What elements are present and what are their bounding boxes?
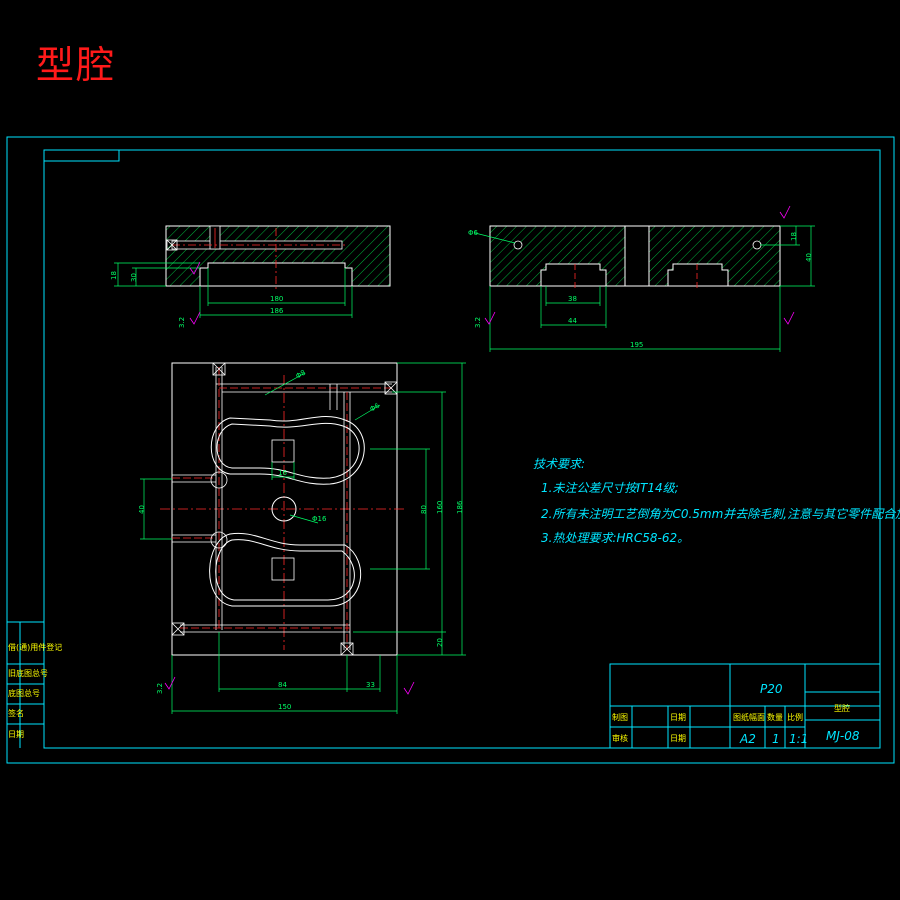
plan-view: 150 84 33 40 16 Φ16 80 160 186 20 Φ8 Φ6 — [138, 362, 466, 714]
side-strip-label-1: 借(通)用件登记 — [8, 642, 62, 652]
dim-plan-phi8: Φ8 — [295, 369, 308, 381]
tech-req-item-1: 1.未注公差尺寸按IT14级; — [541, 481, 679, 495]
dim-side-44: 44 — [568, 317, 577, 325]
dim-plan-33: 33 — [366, 681, 375, 689]
dim-side-18: 18 — [790, 232, 798, 241]
dim-plan-160: 160 — [436, 501, 444, 514]
tech-req-item-3: 3.热处理要求:HRC58-62。 — [541, 531, 689, 545]
dim-front-186: 186 — [270, 307, 284, 315]
title-block-part-name: 型腔 — [834, 703, 850, 713]
dim-plan-20: 20 — [436, 638, 444, 647]
dim-plan-84: 84 — [278, 681, 287, 689]
dim-plan-16: 16 — [278, 469, 287, 477]
title-block-ratio-value: 1:1 — [789, 732, 808, 746]
title-block-label-date2: 日期 — [670, 734, 686, 743]
corner-label-box — [43, 149, 120, 162]
dim-front-18: 18 — [110, 271, 118, 280]
title-block-label-sheet: 图纸幅面 — [733, 712, 765, 722]
title-block-sheet-size: A2 — [739, 732, 756, 746]
sheet-inner-border — [43, 149, 881, 749]
front-section-view: 180 186 18 30 — [110, 225, 391, 318]
title-block-label-draw: 制图 — [612, 712, 628, 722]
dim-side-38: 38 — [568, 295, 577, 303]
side-strip-label-5: 日期 — [8, 730, 24, 739]
dim-plan-phi16: Φ16 — [312, 515, 327, 523]
dim-side-phi6: Φ6 — [468, 229, 479, 237]
side-strip-label-2: 旧底图总号 — [8, 668, 48, 678]
dim-plan-186: 186 — [456, 500, 464, 514]
tech-req-item-2: 2.所有未注明工艺倒角为C0.5mm并去除毛刺,注意与其它零件配合加工; — [541, 507, 900, 521]
tech-req-heading: 技术要求: — [533, 457, 585, 471]
dim-front-180: 180 — [270, 295, 283, 303]
title-block-label-ratio: 比例 — [787, 712, 803, 722]
page-title: 型腔 — [36, 43, 117, 87]
dim-plan-phi6: Φ6 — [369, 401, 382, 413]
roughness-symbols — [164, 205, 795, 695]
title-block-label-check: 审核 — [612, 733, 628, 743]
side-strip-label-3: 底图总号 — [8, 688, 40, 698]
side-section-view: Φ6 38 44 195 40 18 — [468, 225, 815, 352]
roughness-label-3: 3.2 — [156, 683, 164, 694]
side-strip — [7, 621, 44, 748]
title-block-label-count: 数量 — [767, 712, 783, 722]
roughness-label-2: 3.2 — [474, 317, 482, 328]
title-block — [609, 663, 881, 749]
sheet-outer-border — [6, 136, 895, 764]
dim-side-40: 40 — [805, 253, 813, 262]
dim-plan-80: 80 — [420, 505, 428, 514]
title-block-label-date1: 日期 — [670, 713, 686, 722]
title-block-material: P20 — [760, 682, 783, 696]
roughness-label-1: 3.2 — [178, 317, 186, 328]
side-strip-label-4: 签名 — [8, 708, 24, 718]
dim-front-30: 30 — [130, 273, 138, 282]
dim-plan-150: 150 — [278, 703, 291, 711]
title-block-count-value: 1 — [772, 732, 780, 746]
title-block-drawing-no: MJ-08 — [826, 729, 860, 743]
dim-plan-40: 40 — [138, 505, 146, 514]
dim-side-195: 195 — [630, 341, 643, 349]
